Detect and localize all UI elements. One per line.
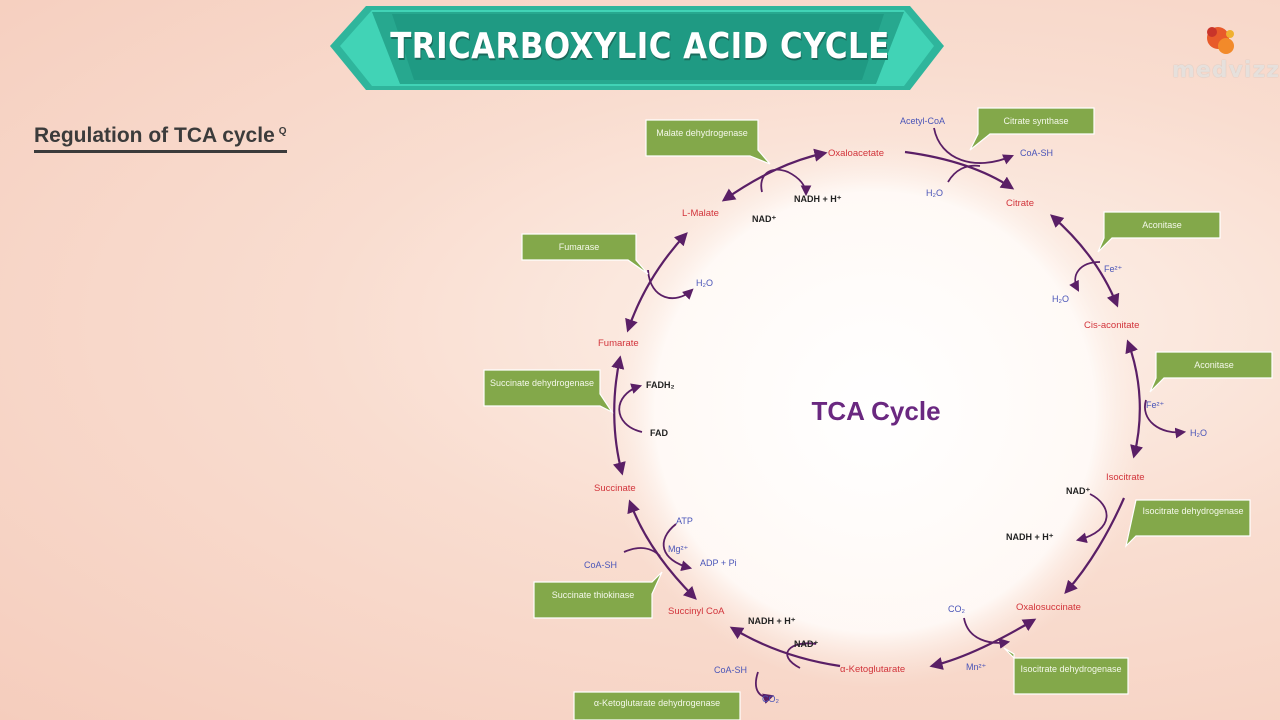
metabolite-isocitrate: Isocitrate xyxy=(1106,472,1145,483)
cofactor-coa-sh-1: CoA-SH xyxy=(1020,148,1053,158)
logo-mark-icon xyxy=(1207,27,1234,54)
cofactor-nadh-3: NADH + H⁺ xyxy=(794,194,842,204)
curve-succinylcoa-atp xyxy=(662,523,693,571)
enzyme-aconitase-2: Aconitase xyxy=(1149,351,1273,393)
curve-coash-co2 xyxy=(755,671,775,704)
cofactor-fe-2: Fe²⁺ xyxy=(1146,400,1165,410)
enzyme-aconitase-2-label: Aconitase xyxy=(1194,360,1234,370)
curve-fumarate-h2o xyxy=(647,269,694,300)
cofactor-adp: ADP + Pi xyxy=(700,558,737,568)
enzyme-isocitrate-dh-2: Isocitrate dehydrogenase xyxy=(1003,647,1129,695)
enzyme-succinate-thiokinase-label: Succinate thiokinase xyxy=(552,590,635,600)
enzyme-isocitrate-dh: Isocitrate dehydrogenase xyxy=(1124,499,1251,548)
enzyme-citrate-synthase: Citrate synthase xyxy=(969,107,1095,151)
cofactor-nad-2: NAD⁺ xyxy=(794,639,818,649)
enzyme-malate-dh: Malate dehydrogenase xyxy=(645,119,771,165)
enzyme-malate-dh-label: Malate dehydrogenase xyxy=(656,128,748,138)
cofactor-h2o-3: H₂O xyxy=(1190,428,1207,438)
cofactor-nad-1: NAD⁺ xyxy=(1066,486,1090,496)
metabolite-oxalosuccinate: Oxalosuccinate xyxy=(1016,602,1081,613)
page-title: TRICARBOXYLIC ACID CYCLE xyxy=(390,26,890,67)
cofactor-mn: Mn²⁺ xyxy=(966,662,986,672)
brand-wordmark: medvizz xyxy=(1172,58,1280,83)
arrow-oaa-to-citrate xyxy=(904,150,1015,190)
cycle-background xyxy=(600,137,1150,687)
enzyme-succinate-thiokinase: Succinate thiokinase xyxy=(533,571,663,619)
curve-malate-nad xyxy=(760,168,812,197)
enzyme-isocitrate-dh-2-label: Isocitrate dehydrogenase xyxy=(1020,664,1121,674)
cofactor-acetyl-coa: Acetyl-CoA xyxy=(900,116,945,126)
curve-succinate-fad xyxy=(618,383,643,433)
arrow-akg-succinylcoa xyxy=(729,626,841,668)
curve-coash-3 xyxy=(623,547,661,557)
cofactor-h2o-2: H₂O xyxy=(1052,294,1069,304)
enzyme-succinate-dh: Succinate dehydrogenase xyxy=(483,369,614,414)
cofactor-atp: ATP xyxy=(676,516,693,526)
cofactor-mg: Mg²⁺ xyxy=(668,544,688,554)
metabolite-oxaloacetate: Oxaloacetate xyxy=(828,148,884,159)
arrow-cisaconitate-isocitrate xyxy=(1125,339,1143,459)
metabolite-cis-aconitate: Cis-aconitate xyxy=(1084,320,1139,331)
cofactor-co2-2: CO₂ xyxy=(762,694,780,704)
metabolite-alpha-ketoglutarate: α-Ketoglutarate xyxy=(840,664,905,675)
metabolite-fumarate: Fumarate xyxy=(598,338,639,349)
cofactor-coa-sh-3: CoA-SH xyxy=(584,560,617,570)
cofactor-fe-1: Fe²⁺ xyxy=(1104,264,1123,274)
enzyme-aconitase-1-label: Aconitase xyxy=(1142,220,1182,230)
arrow-succinate-fumarate xyxy=(611,355,626,476)
curve-co2 xyxy=(963,617,1011,649)
curve-h2o-citrate xyxy=(947,164,981,183)
enzyme-succinate-dh-label: Succinate dehydrogenase xyxy=(490,378,594,388)
curve-aconitase-2 xyxy=(1144,399,1187,439)
metabolite-succinate: Succinate xyxy=(594,483,636,494)
metabolite-citrate: Citrate xyxy=(1006,198,1034,209)
arrow-fumarate-malate xyxy=(625,232,688,333)
curve-acetylcoa xyxy=(933,127,1014,165)
cofactor-fadh2: FADH₂ xyxy=(646,380,675,390)
enzyme-citrate-synthase-label: Citrate synthase xyxy=(1003,116,1068,126)
enzyme-alpha-kg-dh-label: α-Ketoglutarate dehydrogenase xyxy=(594,698,720,708)
enzyme-aconitase-1: Aconitase xyxy=(1097,211,1221,253)
curve-akg-nad xyxy=(786,642,817,669)
enzyme-isocitrate-dh-label: Isocitrate dehydrogenase xyxy=(1142,506,1243,516)
brand-logo xyxy=(1207,27,1234,54)
title-banner xyxy=(330,6,944,90)
enzyme-alpha-kg-dh: α-Ketoglutarate dehydrogenase xyxy=(573,691,741,720)
center-label: TCA Cycle xyxy=(811,396,940,426)
enzyme-fumarase-label: Fumarase xyxy=(559,242,600,252)
metabolite-l-malate: L-Malate xyxy=(682,208,719,219)
section-heading-text: Regulation of TCA cycle xyxy=(34,124,275,147)
cofactor-h2o-1: H₂O xyxy=(926,188,943,198)
arrow-isocitrate-oxalosuccinate xyxy=(1064,497,1126,594)
cofactor-co2-1: CO₂ xyxy=(948,604,966,614)
enzyme-fumarase: Fumarase xyxy=(521,233,649,275)
cofactor-fad: FAD xyxy=(650,428,669,438)
arrow-citrate-cisaconitate xyxy=(1050,214,1120,308)
cofactor-nadh-1: NADH + H⁺ xyxy=(1006,532,1054,542)
curve-aconitase-1 xyxy=(1069,261,1101,292)
arrow-succinylcoa-succinate xyxy=(627,499,697,600)
section-marker: Q xyxy=(278,126,287,137)
cofactor-coa-sh-2: CoA-SH xyxy=(714,665,747,675)
curve-isocitrate-nad xyxy=(1075,493,1108,544)
cofactor-h2o-4: H₂O xyxy=(696,278,713,288)
cofactor-nad-3: NAD⁺ xyxy=(752,214,776,224)
metabolite-succinyl-coa: Succinyl CoA xyxy=(668,606,725,617)
cofactor-nadh-2: NADH + H⁺ xyxy=(748,616,796,626)
arrow-oxalosuccinate-akg xyxy=(929,618,1037,670)
